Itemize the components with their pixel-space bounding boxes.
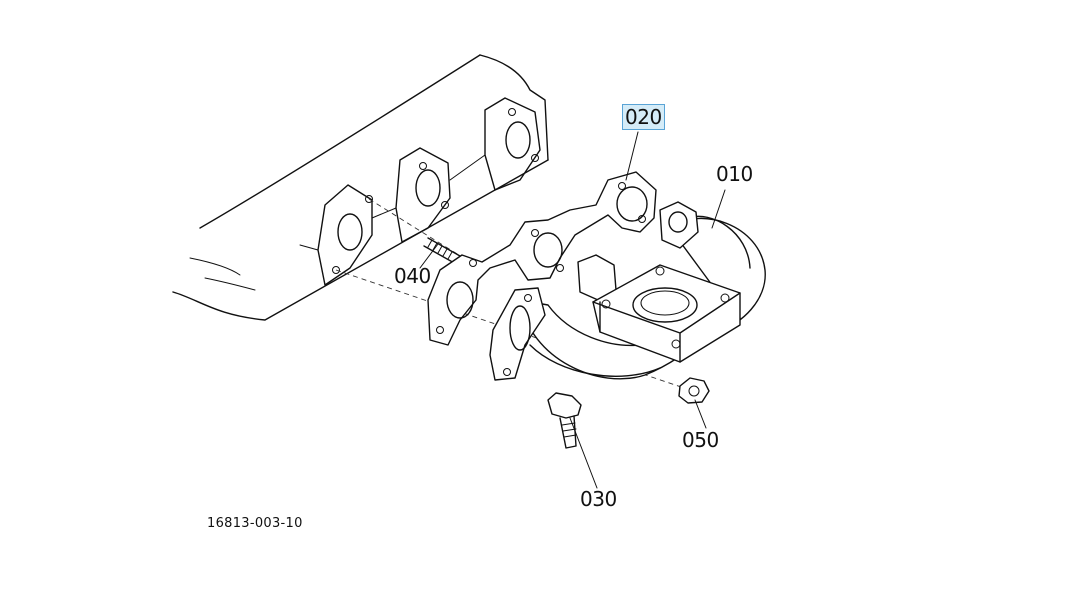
cylinder-head-drawing (172, 54, 549, 321)
exhaust-manifold-010-drawing (489, 201, 766, 381)
drawing-number: 16813-003-10 (207, 516, 303, 531)
bolt-030-drawing (547, 392, 582, 449)
nut-050-drawing (678, 377, 710, 404)
part-label-040[interactable]: 040 (394, 264, 431, 288)
gasket-020-drawing (427, 171, 657, 346)
part-label-050[interactable]: 050 (682, 428, 719, 452)
part-label-010[interactable]: 010 (716, 162, 753, 186)
part-label-020[interactable]: 020 (622, 104, 665, 130)
leader-lines (419, 131, 726, 489)
part-label-030[interactable]: 030 (580, 487, 617, 511)
stud-040-drawing (423, 237, 461, 265)
